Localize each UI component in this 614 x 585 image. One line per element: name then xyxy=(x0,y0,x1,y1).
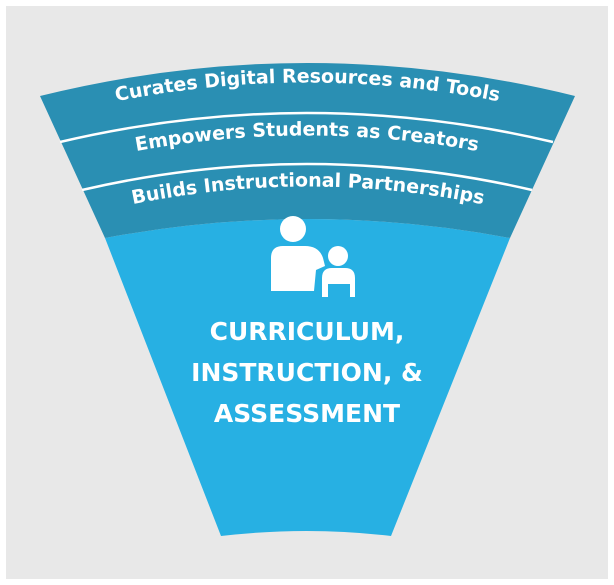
band-divider-2 xyxy=(81,162,533,192)
core-line-3: ASSESSMENT xyxy=(214,399,400,428)
core-wedge xyxy=(105,219,510,536)
core-line-2: INSTRUCTION, & xyxy=(191,358,423,387)
band-divider-1 xyxy=(59,111,554,144)
teacher-and-student-icon xyxy=(271,216,355,297)
core-line-1: CURRICULUM, xyxy=(210,317,405,346)
outer-bands xyxy=(40,63,575,238)
